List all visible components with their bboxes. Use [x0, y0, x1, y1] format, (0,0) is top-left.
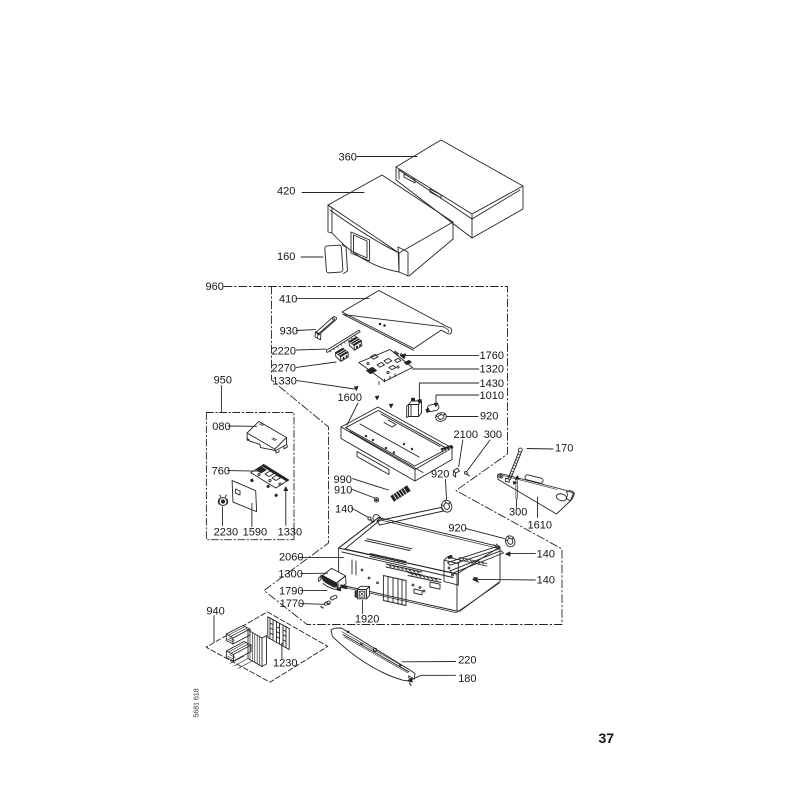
- svg-text:180: 180: [458, 673, 476, 685]
- svg-text:1920: 1920: [355, 614, 379, 626]
- svg-text:37: 37: [599, 730, 615, 746]
- svg-text:140: 140: [537, 575, 555, 587]
- svg-text:2060: 2060: [279, 552, 303, 564]
- svg-text:2100: 2100: [454, 429, 478, 441]
- svg-text:920: 920: [448, 523, 466, 535]
- svg-text:1300: 1300: [278, 569, 302, 581]
- svg-text:760: 760: [212, 466, 230, 478]
- svg-text:960: 960: [206, 281, 224, 293]
- svg-text:2230: 2230: [214, 527, 238, 539]
- svg-text:170: 170: [555, 443, 573, 455]
- svg-text:1770: 1770: [280, 598, 304, 610]
- svg-text:990: 990: [334, 474, 352, 486]
- svg-text:300: 300: [509, 507, 527, 519]
- svg-text:1010: 1010: [480, 390, 504, 402]
- svg-text:1790: 1790: [279, 586, 303, 598]
- svg-text:1590: 1590: [243, 527, 267, 539]
- svg-text:160: 160: [277, 251, 295, 263]
- svg-text:1610: 1610: [528, 520, 552, 532]
- svg-text:950: 950: [214, 375, 232, 387]
- svg-text:1760: 1760: [480, 350, 504, 362]
- svg-text:910: 910: [334, 485, 352, 497]
- svg-text:1230: 1230: [273, 658, 297, 670]
- svg-text:930: 930: [280, 326, 298, 338]
- svg-text:5681 618: 5681 618: [194, 688, 201, 717]
- svg-text:1430: 1430: [480, 378, 504, 390]
- svg-text:300: 300: [484, 429, 502, 441]
- svg-text:2220: 2220: [272, 346, 296, 358]
- svg-text:140: 140: [335, 504, 353, 516]
- svg-text:2270: 2270: [272, 363, 296, 375]
- svg-text:140: 140: [537, 549, 555, 561]
- svg-text:420: 420: [277, 186, 295, 198]
- svg-text:920: 920: [431, 469, 449, 481]
- svg-text:410: 410: [279, 294, 297, 306]
- svg-text:1600: 1600: [338, 392, 362, 404]
- svg-text:360: 360: [339, 152, 357, 164]
- svg-text:1330: 1330: [272, 376, 296, 388]
- svg-text:940: 940: [206, 606, 224, 618]
- svg-text:1320: 1320: [480, 364, 504, 376]
- svg-text:080: 080: [212, 421, 230, 433]
- svg-text:920: 920: [480, 411, 498, 423]
- svg-text:220: 220: [458, 655, 476, 667]
- svg-text:1330: 1330: [278, 527, 302, 539]
